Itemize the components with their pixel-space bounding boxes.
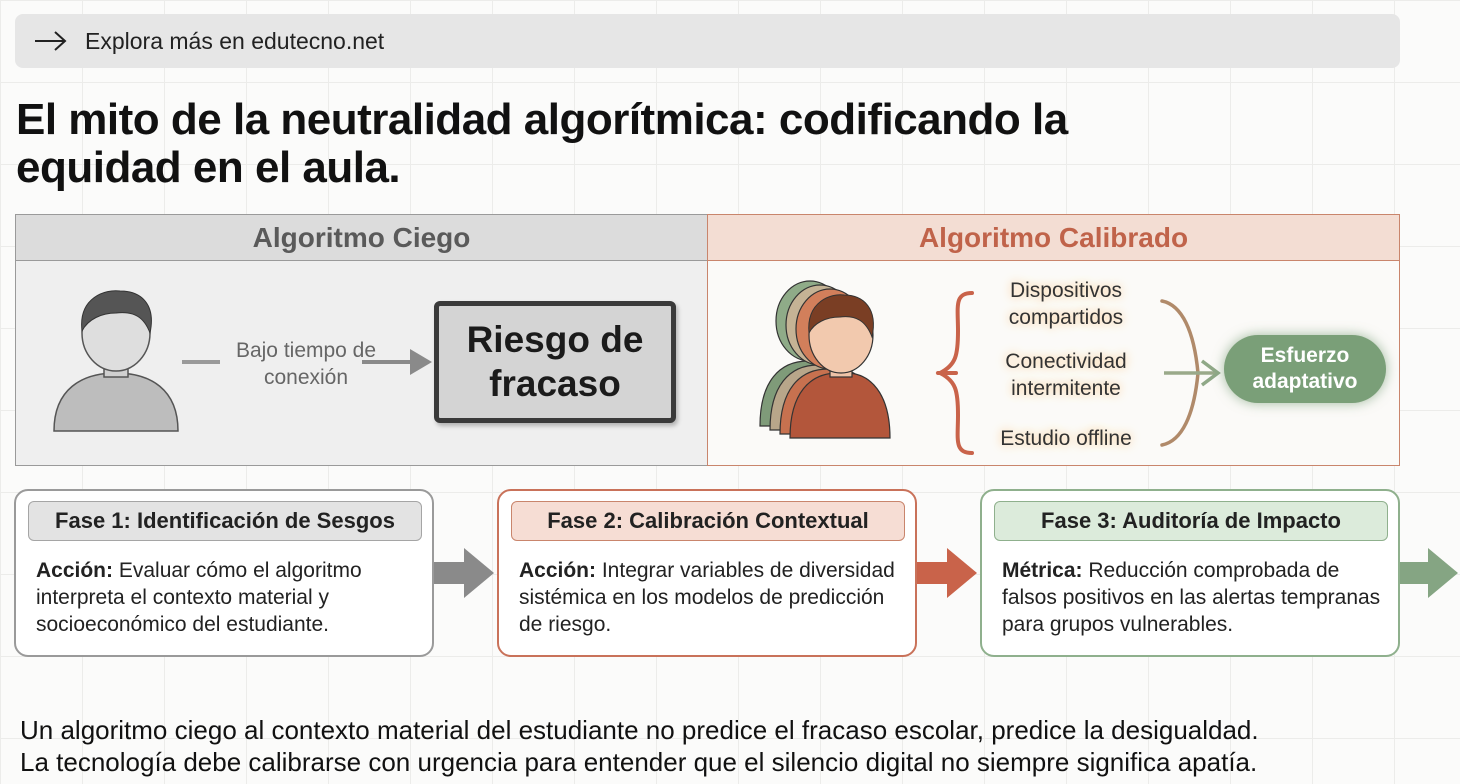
phase-description: Acción: Integrar variables de diversidad…	[519, 557, 904, 638]
conclusion-line-2: La tecnología debe calibrarse con urgenc…	[20, 747, 1258, 777]
blind-algorithm-heading: Algoritmo Ciego	[16, 215, 707, 261]
calibrated-art	[759, 280, 1221, 455]
phase-arrow-sage-icon	[1400, 548, 1458, 598]
factor-intermittent-connectivity: Conectividad intermitente	[1005, 350, 1127, 400]
phase-arrow-terracotta-icon	[917, 548, 977, 598]
blind-algorithm-panel: Algoritmo Ciego Bajo tiempo de conexión …	[15, 214, 708, 466]
conclusion-line-1: Un algoritmo ciego al contexto material …	[20, 715, 1259, 745]
phase-card-2: Fase 2: Calibración Contextual Acción: I…	[497, 489, 917, 657]
brace-arrow-icon	[1200, 359, 1221, 387]
phase-label: Métrica:	[1002, 559, 1083, 582]
phase-description: Métrica: Reducción comprobada de falsos …	[1002, 557, 1387, 638]
calibrated-algorithm-heading: Algoritmo Calibrado	[708, 215, 1399, 261]
phase-description: Acción: Evaluar cómo el algoritmo interp…	[36, 557, 421, 638]
blind-art	[53, 290, 432, 432]
phase-title: Fase 2: Calibración Contextual	[511, 501, 905, 541]
banner-link-text[interactable]: Explora más en edutecno.net	[85, 27, 385, 54]
phase-card-1: Fase 1: Identificación de Sesgos Acción:…	[14, 489, 434, 657]
page-title: El mito de la neutralidad algorítmica: c…	[16, 95, 1068, 192]
calibrated-algorithm-panel: Algoritmo Calibrado	[707, 214, 1400, 466]
phase-text: Integrar variables de diversidad sistémi…	[519, 559, 895, 636]
factor-offline-study: Estudio offline	[1000, 427, 1132, 450]
phase-title: Fase 1: Identificación de Sesgos	[28, 501, 422, 541]
phase-title: Fase 3: Auditoría de Impacto	[994, 501, 1388, 541]
phase-arrow-gray-icon	[434, 548, 494, 598]
conclusion-text: Un algoritmo ciego al contexto material …	[20, 714, 1440, 778]
arrow-right-icon	[35, 31, 67, 51]
connector-arrow-icon	[410, 349, 432, 375]
student-gray-icon	[53, 290, 179, 432]
phase-label: Acción:	[36, 559, 114, 582]
phase-text: Evaluar cómo el algoritmo interpreta el …	[36, 559, 362, 636]
phase-text: Reducción comprobada de falsos positivos…	[1002, 559, 1381, 636]
connector-label: Bajo tiempo de conexión	[235, 339, 377, 389]
layered-students-icon	[759, 280, 891, 439]
risk-of-failure-box: Riesgo de fracaso	[434, 301, 676, 423]
adaptive-effort-pill: Esfuerzo adaptativo	[1224, 335, 1386, 403]
edutecno-banner[interactable]: Explora más en edutecno.net	[15, 14, 1400, 68]
phase-label: Acción:	[519, 559, 597, 582]
factor-shared-devices: Dispositivos compartidos	[1008, 279, 1124, 329]
phase-card-3: Fase 3: Auditoría de Impacto Métrica: Re…	[980, 489, 1400, 657]
